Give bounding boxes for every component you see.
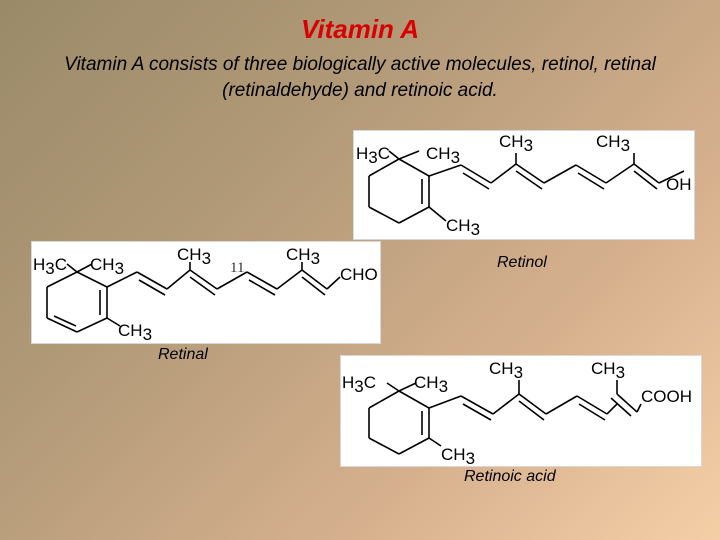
ring-lower-methyl-label: CH3 [446,216,480,239]
ring-methyl-bonds [388,150,447,222]
chain-methyl-label-1: CH3 [499,132,533,155]
ring-lower-methyl-label: CH3 [441,445,475,466]
retinol-structure-panel: H3C CH3 CH3 CH3 CH3 OH [353,130,695,240]
h3c-label: H3C [356,144,390,167]
polyene-chain-bonds [428,380,642,421]
end-group-label: OH [666,175,692,194]
retinal-structure: H3C CH3 CH3 11 CH3 CH3 CHO [33,245,378,343]
retinal-structure-panel: H3C CH3 CH3 11 CH3 CH3 CHO [31,241,381,344]
chain-methyl-label-1: CH3 [489,359,523,382]
h3c-label: H3C [33,255,67,278]
ring-bonds [368,158,430,224]
chain-methyl-label-1: CH3 [177,245,211,268]
ring-methyl-bonds [66,263,121,327]
end-group-label: COOH [641,387,692,406]
retinoic-acid-caption: Retinoic acid [464,468,556,485]
retinoic-acid-structure: H3C CH3 CH3 CH3 CH3 COOH [342,359,692,466]
ring-methyl-bonds [386,382,442,447]
slide-title: Vitamin A [301,14,419,44]
chain-methyl-label-2: CH3 [591,359,625,382]
ring-methyl-label: CH3 [414,373,448,396]
retinoic-acid-structure-panel: H3C CH3 CH3 CH3 CH3 COOH [340,355,702,467]
polyene-chain-bonds [106,262,341,296]
ring-lower-methyl-label: CH3 [118,321,152,343]
h3c-label: H3C [342,373,376,396]
ring-methyl-label: CH3 [426,144,460,167]
chain-methyl-label-2: CH3 [286,245,320,268]
retinol-structure: H3C CH3 CH3 CH3 CH3 OH [356,132,692,239]
ring-bonds [368,390,430,455]
polyene-chain-bonds [428,153,685,190]
ring-bonds [46,271,108,333]
ring-methyl-label: CH3 [90,255,124,278]
slide-subtitle: Vitamin A consists of three biologically… [64,54,656,101]
retinal-caption: Retinal [158,346,208,363]
carbon-number-label: 11 [230,260,244,276]
retinol-caption: Retinol [497,254,547,271]
chain-methyl-label-2: CH3 [596,132,630,155]
end-group-label: CHO [340,265,378,284]
